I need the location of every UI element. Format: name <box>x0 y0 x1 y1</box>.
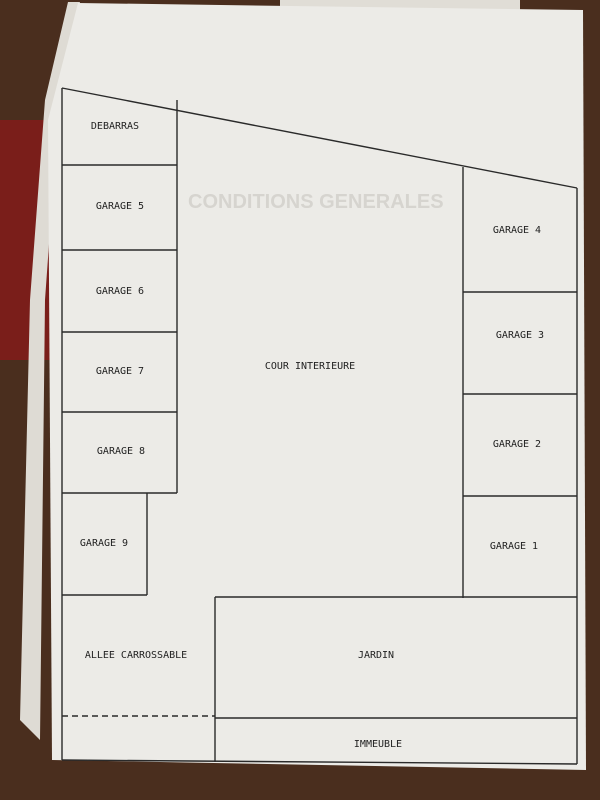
paper-sheet <box>48 3 586 770</box>
room-garage-1: GARAGE 1 <box>490 541 538 552</box>
room-garage-6: GARAGE 6 <box>96 286 144 297</box>
paper-curl <box>20 2 80 740</box>
room-immeuble: IMMEUBLE <box>354 739 402 750</box>
room-garage-3: GARAGE 3 <box>496 330 544 341</box>
room-garage-8: GARAGE 8 <box>97 446 145 457</box>
background-heading: CONDITIONS GENERALES <box>188 191 444 213</box>
room-allee-carrossable: ALLEE CARROSSABLE <box>85 650 187 661</box>
room-garage-5: GARAGE 5 <box>96 201 144 212</box>
room-cour-interieure: COUR INTERIEURE <box>265 361 355 372</box>
room-debarras: DEBARRAS <box>91 121 139 132</box>
room-garage-2: GARAGE 2 <box>493 439 541 450</box>
room-jardin: JARDIN <box>358 650 394 661</box>
room-garage-7: GARAGE 7 <box>96 366 144 377</box>
room-garage-9: GARAGE 9 <box>80 538 128 549</box>
room-garage-4: GARAGE 4 <box>493 225 541 236</box>
plan-walls <box>61 87 578 765</box>
